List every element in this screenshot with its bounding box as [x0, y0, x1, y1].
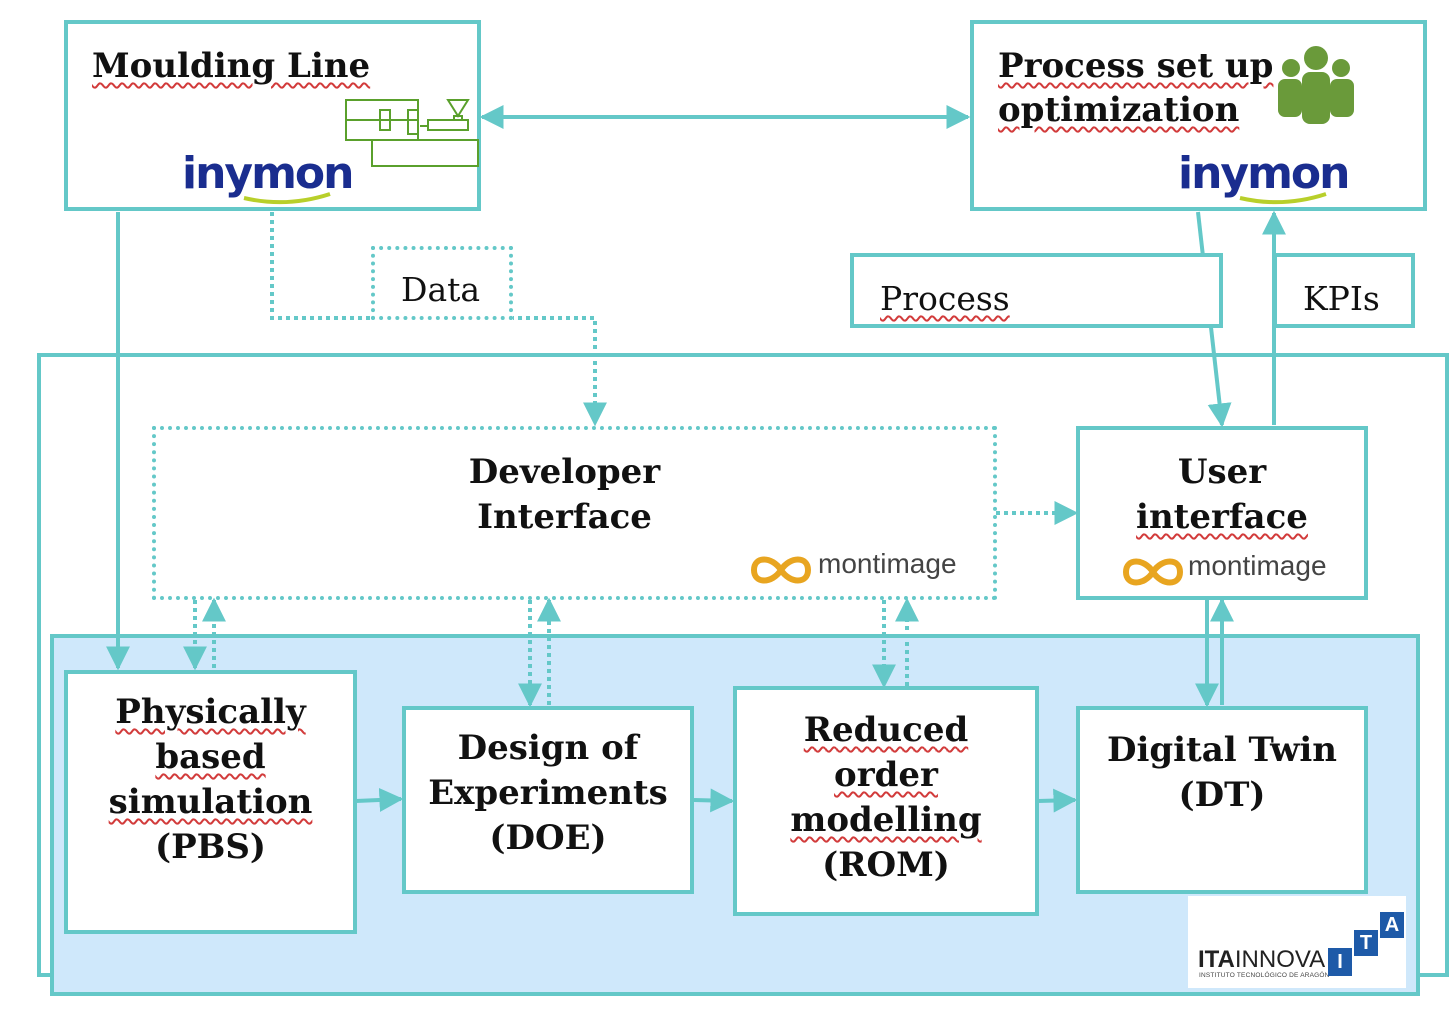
inymon-swoosh-icon: [1239, 192, 1327, 205]
moulding-line-title: Moulding Line: [92, 44, 370, 88]
process-label: Process: [880, 279, 1010, 318]
doe-title: Design of Experiments (DOE): [406, 726, 690, 861]
inymon-logo-process: inymon: [1178, 148, 1350, 208]
developer-interface-box: Developer Interface montimage: [152, 426, 997, 600]
montimage-infinity-icon: [1122, 558, 1184, 586]
rom-line3: modelling: [790, 800, 982, 840]
ita-mark-i: I: [1328, 948, 1352, 976]
kpis-label: KPIs: [1303, 279, 1380, 318]
user-interface-line1: User: [1177, 452, 1267, 492]
montimage-wordmark: montimage: [818, 548, 957, 579]
dt-line2: (DT): [1178, 775, 1266, 815]
dt-box: Digital Twin (DT): [1076, 706, 1368, 894]
ita-brand-b: INNOVA: [1234, 946, 1326, 973]
data-label-box: Data: [371, 246, 513, 320]
arrow-rom-to-dt: [1037, 788, 1078, 813]
rom-box: Reduced order modelling (ROM): [733, 686, 1039, 916]
user-interface-line2: interface: [1136, 497, 1308, 537]
ita-mark-t-text: T: [1359, 932, 1373, 954]
dt-title: Digital Twin (DT): [1080, 728, 1364, 818]
dt-line1: Digital Twin: [1106, 730, 1338, 770]
doe-line3: (DOE): [489, 818, 607, 858]
process-setup-box: Process set up optimization inymon: [970, 20, 1427, 211]
doe-line1: Design of: [406, 726, 690, 771]
rom-line4: (ROM): [822, 845, 950, 885]
ita-brand: ITAINNOVA: [1198, 946, 1325, 974]
rom-title: Reduced order modelling (ROM): [737, 708, 1035, 888]
process-setup-line1: Process set up: [998, 46, 1274, 86]
people-group-icon: [1278, 46, 1354, 124]
rom-line2: order: [834, 755, 938, 795]
ita-mark-a: A: [1380, 912, 1404, 938]
developer-interface-title: Developer Interface: [136, 450, 993, 540]
rom-line1: Reduced: [803, 710, 969, 750]
doe-line1-text: Design of: [457, 728, 639, 768]
inymon-swoosh-icon: [243, 192, 331, 205]
data-label: Data: [401, 270, 481, 309]
pbs-line1: Physically: [115, 692, 306, 732]
ita-mark-i-text: I: [1337, 951, 1343, 973]
ita-brand-a: ITA: [1198, 946, 1235, 973]
process-label-text: Process: [880, 279, 1010, 318]
pbs-line2: based: [155, 737, 266, 777]
ita-subtitle: INSTITUTO TECNOLÓGICO DE ARAGÓN: [1199, 972, 1330, 979]
user-interface-title: User interface: [1080, 450, 1364, 540]
user-interface-box: User interface montimage: [1076, 426, 1368, 600]
developer-interface-line2: Interface: [477, 497, 652, 537]
inymon-logo-moulding: inymon: [182, 148, 354, 208]
montimage-infinity-icon: [750, 556, 812, 584]
pbs-box: Physically based simulation (PBS): [64, 670, 357, 934]
moulding-line-box: Moulding Line inymon: [64, 20, 481, 211]
arrow-pbs-to-doe: [355, 787, 404, 812]
pbs-line4: (PBS): [154, 827, 267, 867]
moulding-machine-icon: [345, 99, 479, 167]
process-label-box: Process: [850, 253, 1223, 328]
process-setup-line2: optimization: [998, 90, 1240, 130]
doe-line2: Experiments: [428, 773, 668, 813]
kpis-label-box: KPIs: [1273, 253, 1415, 328]
pbs-line3: simulation: [108, 782, 313, 822]
inymon-wordmark: inymon: [1178, 148, 1350, 199]
process-setup-title: Process set up optimization: [998, 44, 1273, 132]
ita-mark-a-text: A: [1384, 914, 1400, 936]
pbs-title: Physically based simulation (PBS): [68, 690, 353, 870]
montimage-wordmark: montimage: [1188, 550, 1327, 581]
inymon-wordmark: inymon: [182, 148, 354, 199]
developer-interface-line1: Developer: [468, 452, 661, 492]
arrow-doe-to-rom: [693, 788, 735, 813]
doe-box: Design of Experiments (DOE): [402, 706, 694, 894]
moulding-line-label: Moulding Line: [92, 46, 371, 86]
ita-mark-t: T: [1354, 930, 1378, 956]
ita-innova-logo: ITAINNOVA INSTITUTO TECNOLÓGICO DE ARAGÓ…: [1188, 896, 1406, 988]
